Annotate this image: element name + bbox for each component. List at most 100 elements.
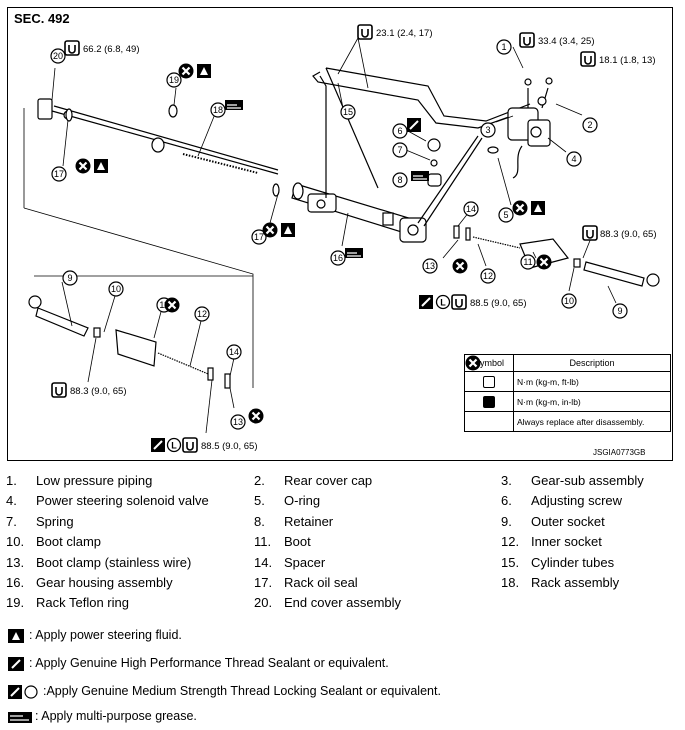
part-item: 5. O-ring xyxy=(254,493,320,508)
parts-row: 16.Gear housing assembly 17. Rack oil seal… xyxy=(6,575,678,595)
callout-c18: 18 xyxy=(210,102,226,118)
parts-row: 4.Power steering solenoid valve 5. O-ring 6… xyxy=(6,493,678,513)
svg-text:12: 12 xyxy=(483,271,493,281)
part-name: Spacer xyxy=(284,554,326,570)
callout-c9b: 9 xyxy=(62,270,78,286)
retainer xyxy=(427,173,442,187)
svg-text:9: 9 xyxy=(67,273,72,283)
callout-c8: 8 xyxy=(392,172,408,188)
part-number: 9. xyxy=(501,513,512,529)
part-name: Adjusting screw xyxy=(531,493,623,509)
right-tie-rod xyxy=(472,236,660,287)
part-item: 15. Cylinder tubes xyxy=(501,555,614,570)
part-item: 6. Adjusting screw xyxy=(501,493,622,508)
part-name: Inner socket xyxy=(531,534,602,550)
svg-text:4: 4 xyxy=(571,154,576,164)
part-name: Boot clamp xyxy=(36,534,102,550)
part-item: 14. Spacer xyxy=(254,555,325,570)
part-number: 18. xyxy=(501,574,520,590)
svg-text:14: 14 xyxy=(466,204,476,214)
svg-text:17: 17 xyxy=(54,169,64,179)
part-number: 19. xyxy=(6,595,25,611)
part-number: 7. xyxy=(6,513,17,529)
callout-c17b: 17 xyxy=(251,229,267,245)
callout-c19: 19 xyxy=(166,72,182,88)
diagram-drawing: 2019181717161512345678141312111099101112… xyxy=(23,24,660,453)
torque-right-socket: 88.3 (9.0, 65) xyxy=(600,229,657,240)
part-name: Outer socket xyxy=(531,513,605,529)
part-number: 13. xyxy=(6,554,25,570)
image-code: JSGIA0773GB xyxy=(593,448,646,457)
part-item: 13. Boot clamp (stainless wire) xyxy=(6,555,191,570)
svg-text:9: 9 xyxy=(617,306,622,316)
boot-clamp-wire xyxy=(465,227,471,241)
multi-purpose-grease-icon xyxy=(7,710,33,724)
part-name: O-ring xyxy=(284,493,321,509)
part-name: Rack oil seal xyxy=(284,574,358,590)
callout-c11a: 11 xyxy=(520,254,536,270)
spacer xyxy=(453,225,460,239)
thread-locking-icon xyxy=(7,684,41,699)
part-number: 4. xyxy=(6,493,17,509)
torque-top-right: 18.1 (1.8, 13) xyxy=(599,55,656,66)
rack-oil-seal-right xyxy=(272,183,280,197)
callout-c2: 2 xyxy=(582,117,598,133)
callout-c15: 15 xyxy=(340,104,356,120)
part-item: 20.End cover assembly xyxy=(254,595,401,610)
torque-1: 33.4 (3.4, 25) xyxy=(538,36,595,47)
callout-c17a: 17 xyxy=(51,166,67,182)
part-number: 15. xyxy=(501,554,520,570)
part-number: 16. xyxy=(6,574,25,590)
svg-text:13: 13 xyxy=(425,261,435,271)
part-number: 11. xyxy=(254,534,272,550)
part-item: 17. Rack oil seal xyxy=(254,575,358,590)
rack-teflon-ring xyxy=(168,104,178,118)
part-item: 1.Low pressure piping xyxy=(6,473,152,488)
callout-c14a: 14 xyxy=(463,201,479,217)
part-name: Spring xyxy=(36,513,74,529)
svg-text:11: 11 xyxy=(159,300,168,310)
svg-text:11: 11 xyxy=(523,257,532,267)
torque-20: 66.2 (6.8, 49) xyxy=(83,44,140,55)
part-item: 16.Gear housing assembly xyxy=(6,575,173,590)
svg-text:6: 6 xyxy=(397,126,402,136)
svg-text:15: 15 xyxy=(343,107,353,117)
part-item: 12. Inner socket xyxy=(501,534,602,549)
rack-oil-seal-left xyxy=(65,108,73,122)
part-item: 7. Spring xyxy=(6,514,74,529)
part-name: Cylinder tubes xyxy=(531,554,615,570)
adjusting-screw xyxy=(427,138,441,152)
callout-c12b: 12 xyxy=(194,306,210,322)
svg-text:2: 2 xyxy=(587,120,592,130)
torque-left-inner: 88.5 (9.0, 65) xyxy=(201,441,258,452)
replace-icon xyxy=(464,354,514,432)
callout-c9a: 9 xyxy=(612,303,628,319)
svg-text:18: 18 xyxy=(213,105,223,115)
part-number: 12. xyxy=(501,534,520,550)
svg-text:16: 16 xyxy=(333,253,343,263)
callout-c13b: 13 xyxy=(230,414,246,430)
svg-text:8: 8 xyxy=(397,175,402,185)
callout-c20: 20 xyxy=(50,48,66,64)
part-item: 10.Boot clamp xyxy=(6,534,101,549)
svg-text:13: 13 xyxy=(233,417,243,427)
part-item: 18. Rack assembly xyxy=(501,575,619,590)
part-number: 5. xyxy=(254,493,265,509)
part-name: Boot clamp (stainless wire) xyxy=(36,554,192,570)
svg-text:7: 7 xyxy=(397,145,402,155)
part-name: Rack assembly xyxy=(531,574,620,590)
torque-15: 23.1 (2.4, 17) xyxy=(376,28,433,39)
part-item: 4.Power steering solenoid valve xyxy=(6,493,209,508)
part-number: 14. xyxy=(254,554,273,570)
rack-assembly xyxy=(37,98,279,175)
part-item: 9. Outer socket xyxy=(501,514,605,529)
callout-c16: 16 xyxy=(330,250,346,266)
torque-right-inner: 88.5 (9.0, 65) xyxy=(470,298,527,309)
torque-inlb-icon xyxy=(464,391,514,412)
callout-c14b: 14 xyxy=(226,344,242,360)
part-number: 17. xyxy=(254,574,273,590)
part-name: Rack Teflon ring xyxy=(36,595,129,611)
part-number: 6. xyxy=(501,493,512,509)
